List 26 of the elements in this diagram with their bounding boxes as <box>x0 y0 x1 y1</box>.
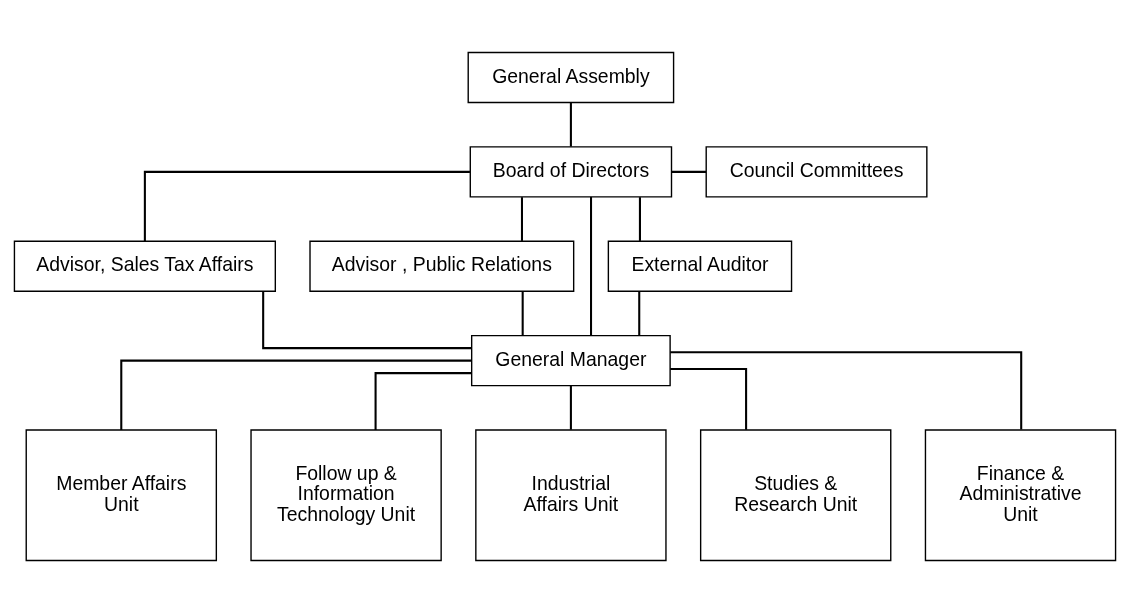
connector <box>638 291 641 335</box>
node-box: Council Committees <box>705 145 928 198</box>
connector <box>670 350 1023 430</box>
node-box: Member Affairs Unit <box>25 428 218 561</box>
connector <box>143 170 470 241</box>
node-box: Advisor , Public Relations <box>309 240 575 292</box>
node-box: Finance & Administrative Unit <box>924 428 1117 561</box>
connector <box>521 291 524 335</box>
node-box: Industrial Affairs Unit <box>475 428 667 561</box>
node-box: Board of Directors <box>469 145 673 198</box>
connector <box>569 102 572 147</box>
connector <box>520 196 523 241</box>
node-box: Follow up & Information Technology Unit <box>250 428 442 561</box>
connector <box>262 290 472 349</box>
connector <box>638 196 641 241</box>
connector <box>374 371 472 430</box>
connector <box>590 196 593 335</box>
node-box: General Manager <box>471 334 671 386</box>
connector <box>569 385 572 430</box>
connector <box>671 170 707 173</box>
node-box: Studies & Research Unit <box>699 428 892 561</box>
connector <box>670 367 748 430</box>
node-box: General Assembly <box>467 51 675 103</box>
node-box: Advisor, Sales Tax Affairs <box>13 240 276 292</box>
node-box: External Auditor <box>607 240 793 292</box>
connector <box>120 359 472 430</box>
